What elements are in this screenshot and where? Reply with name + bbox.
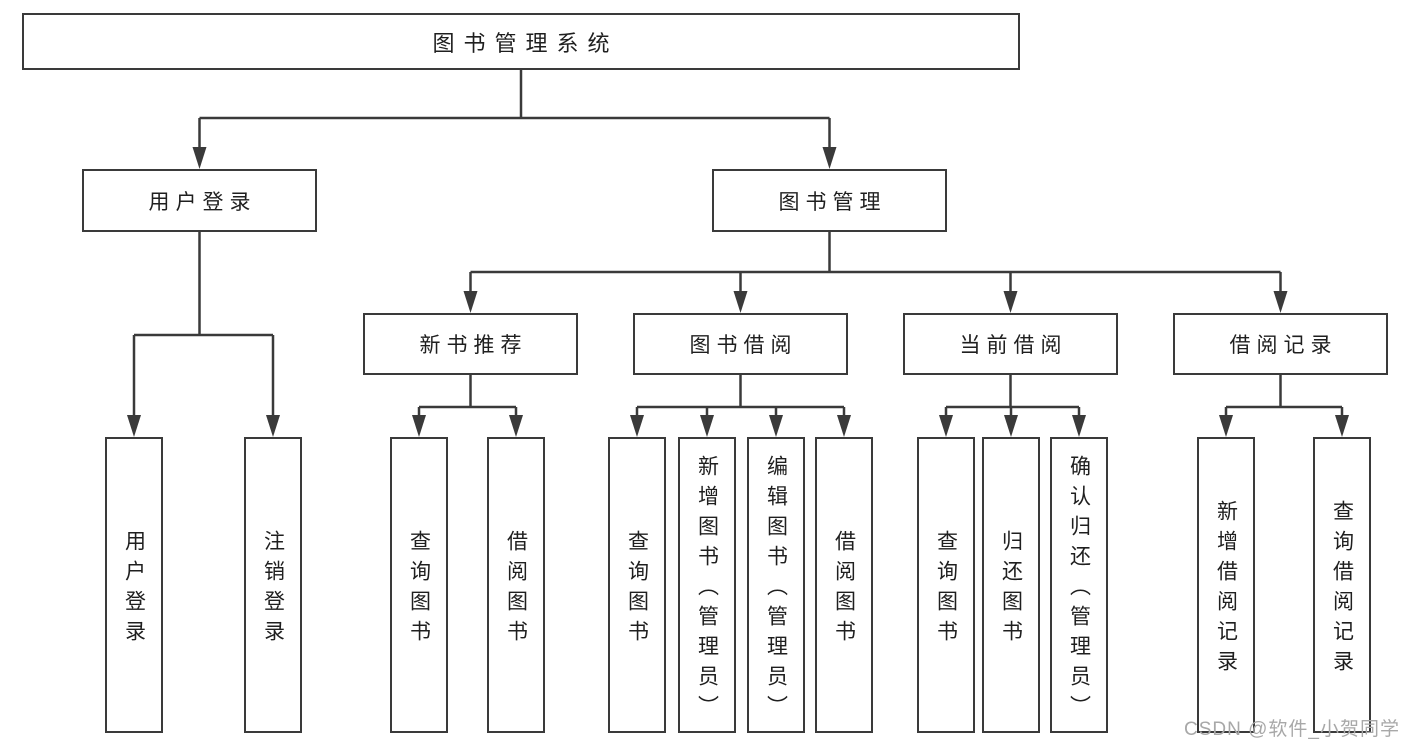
node-label: 图书管理 xyxy=(778,190,887,214)
node-new-book-recommend: 新书推荐 xyxy=(363,313,578,375)
node-label: 用户登录 xyxy=(122,529,146,650)
node-user-login: 用户登录 xyxy=(82,169,317,232)
leaf-borrow-books-recommend: 借阅图书 xyxy=(487,437,545,733)
node-label: 图书管理系统 xyxy=(432,30,619,56)
node-label: 当前借阅 xyxy=(959,334,1068,357)
node-label: 新增图书（管理员） xyxy=(695,454,719,725)
node-borrow-records: 借阅记录 xyxy=(1173,313,1388,375)
node-label: 借阅图书 xyxy=(504,529,528,650)
node-label: 查询借阅记录 xyxy=(1330,499,1354,680)
node-label: 编辑图书（管理员） xyxy=(764,454,788,725)
leaf-confirm-return-admin: 确认归还（管理员） xyxy=(1050,437,1108,733)
node-book-borrow: 图书借阅 xyxy=(633,313,848,375)
leaf-return-books: 归还图书 xyxy=(982,437,1040,733)
leaf-add-books-admin: 新增图书（管理员） xyxy=(678,437,736,733)
node-book-management: 图书管理 xyxy=(712,169,947,232)
node-label: 新书推荐 xyxy=(419,334,528,357)
node-label: 用户登录 xyxy=(148,190,257,214)
leaf-query-books-borrow: 查询图书 xyxy=(608,437,666,733)
leaf-user-login: 用户登录 xyxy=(105,437,163,733)
node-label: 查询图书 xyxy=(407,529,431,650)
node-current-borrow: 当前借阅 xyxy=(903,313,1118,375)
node-label: 查询图书 xyxy=(625,529,649,650)
leaf-query-books-current: 查询图书 xyxy=(917,437,975,733)
node-label: 归还图书 xyxy=(999,529,1023,650)
node-library-management-system: 图书管理系统 xyxy=(22,13,1020,70)
node-label: 借阅图书 xyxy=(832,529,856,650)
leaf-borrow-books: 借阅图书 xyxy=(815,437,873,733)
node-label: 图书借阅 xyxy=(689,334,798,357)
arrowheads xyxy=(127,147,1349,437)
leaf-logout: 注销登录 xyxy=(244,437,302,733)
node-label: 确认归还（管理员） xyxy=(1067,454,1091,725)
node-label: 借阅记录 xyxy=(1229,334,1338,357)
node-label: 查询图书 xyxy=(934,529,958,650)
leaf-query-borrow-record: 查询借阅记录 xyxy=(1313,437,1371,733)
node-label: 注销登录 xyxy=(261,529,285,650)
leaf-edit-books-admin: 编辑图书（管理员） xyxy=(747,437,805,733)
leaf-query-books-recommend: 查询图书 xyxy=(390,437,448,733)
leaf-add-borrow-record: 新增借阅记录 xyxy=(1197,437,1255,733)
node-label: 新增借阅记录 xyxy=(1214,499,1238,680)
csdn-watermark: CSDN @软件_小贺同学 xyxy=(1184,719,1400,740)
